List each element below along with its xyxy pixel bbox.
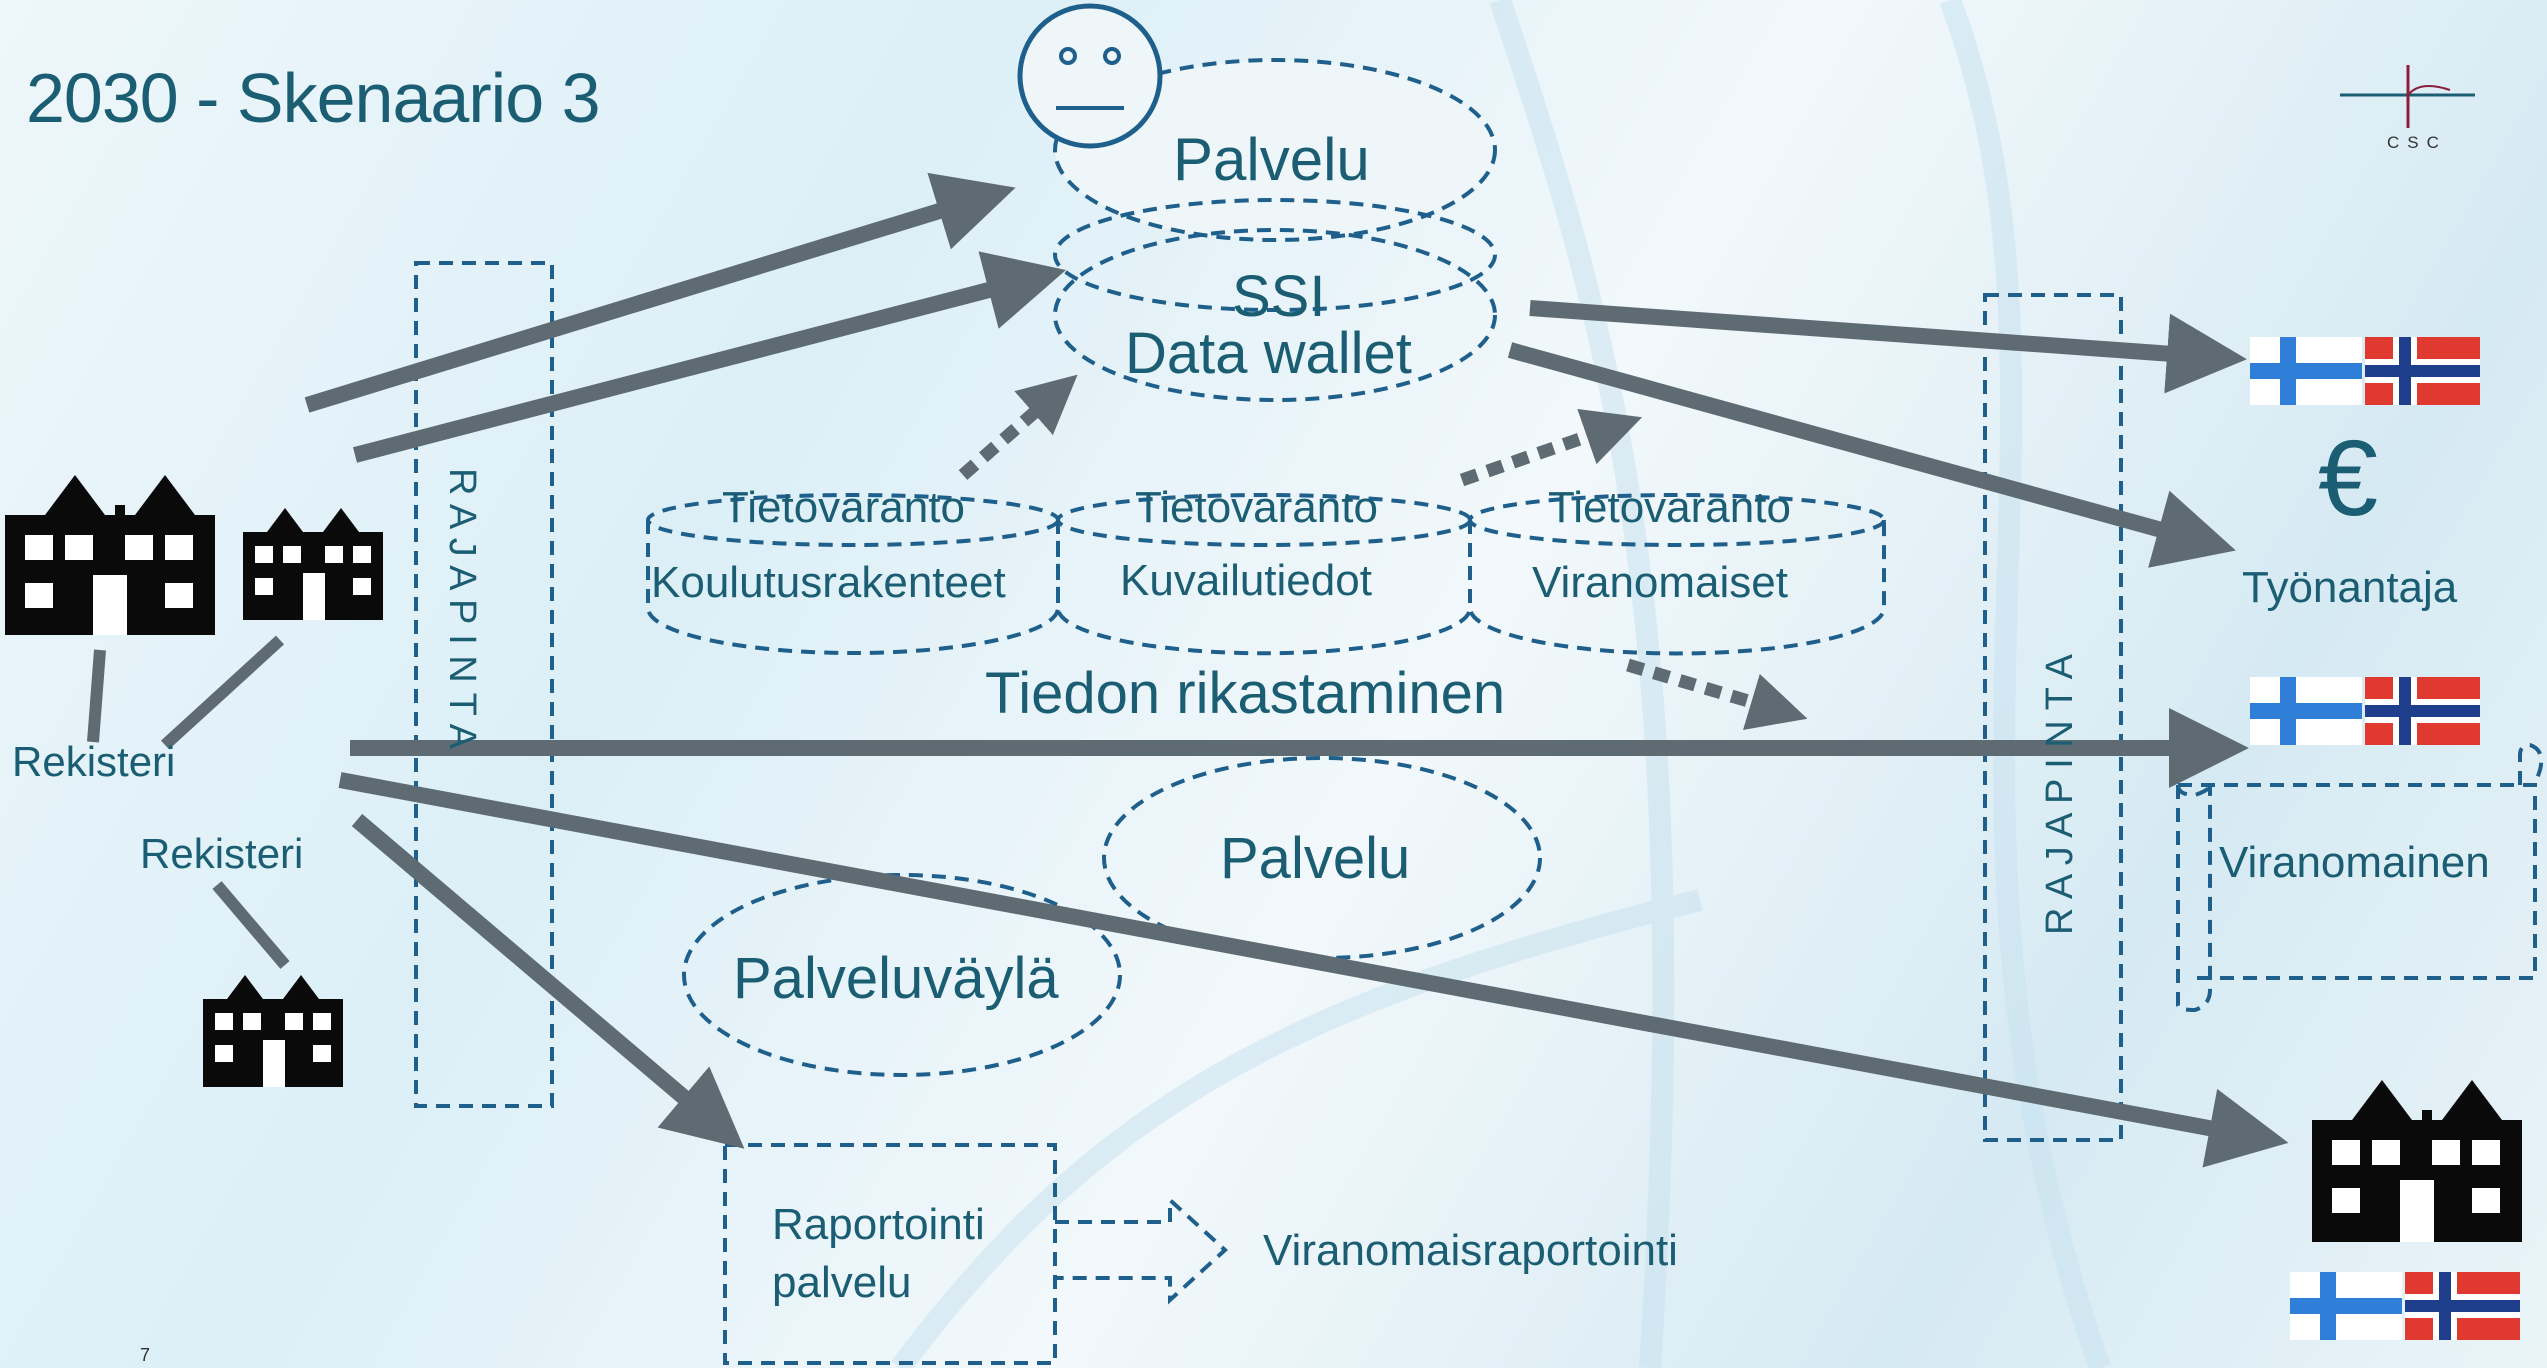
repo2-title: Tietovaranto bbox=[1135, 483, 1378, 532]
finland-flag-icon bbox=[2250, 677, 2362, 745]
api-boundary-left bbox=[414, 261, 554, 1108]
employer-label: Työnantaja bbox=[2242, 563, 2458, 612]
arrow-registry-to-service bbox=[304, 172, 1016, 413]
service-top-label: Palvelu bbox=[1173, 126, 1370, 193]
background-decoration bbox=[891, 0, 2111, 1368]
repo2-subtitle: Kuvailutiedot bbox=[1120, 556, 1372, 605]
arrow-registry-to-ssi bbox=[352, 251, 1066, 463]
api-boundary-right bbox=[1983, 293, 2123, 1142]
reporting-service-line1: Raportointi bbox=[772, 1200, 985, 1249]
service-bus-ellipse bbox=[682, 873, 1122, 1077]
arrow-wallet-to-employer bbox=[1507, 342, 2236, 568]
enrichment-label: Tiedon rikastaminen bbox=[985, 661, 1506, 726]
norway-flag-icon bbox=[2365, 337, 2480, 405]
finland-flag-icon bbox=[2250, 337, 2362, 405]
enrichment-arrows bbox=[958, 374, 1808, 730]
reporting-block-arrow bbox=[1055, 1195, 1228, 1305]
building-icon bbox=[5, 475, 215, 635]
repositories bbox=[646, 493, 1886, 656]
finland-flag-icon bbox=[2290, 1272, 2402, 1340]
ssi-ellipse bbox=[1053, 228, 1497, 402]
registry-label-2: Rekisteri bbox=[140, 830, 304, 877]
registry-label-1: Rekisteri bbox=[12, 738, 176, 785]
data-wallet-label: Data wallet bbox=[1125, 321, 1412, 386]
smiley-face-icon bbox=[1017, 3, 1163, 149]
ssi-label: SSI bbox=[1232, 264, 1326, 329]
service-top-ellipse bbox=[1053, 58, 1497, 242]
building-icon bbox=[243, 508, 383, 620]
csc-logo-icon bbox=[2340, 65, 2475, 128]
reporting-service-box bbox=[723, 1143, 1057, 1365]
repo1-subtitle: Koulutusrakenteet bbox=[651, 558, 1006, 607]
scroll-document-icon bbox=[2176, 742, 2544, 1013]
authority-reporting-label: Viranomaisraportointi bbox=[1263, 1226, 1678, 1275]
repo3-subtitle: Viranomaiset bbox=[1532, 558, 1788, 607]
norway-flag-icon bbox=[2365, 677, 2480, 745]
repo1-title: Tietovaranto bbox=[722, 483, 965, 532]
building-icon bbox=[2312, 1080, 2522, 1242]
service-mid-label: Palvelu bbox=[1220, 826, 1411, 891]
page-number: 7 bbox=[140, 1345, 151, 1365]
arrow-wallet-to-flags bbox=[1529, 300, 2247, 394]
dotted-arrow-repo-to-wallet bbox=[1459, 408, 1643, 487]
currency-symbol: € bbox=[2318, 417, 2379, 538]
building-icons bbox=[5, 475, 2522, 1242]
authority-label: Viranomainen bbox=[2219, 838, 2490, 887]
building-icon bbox=[203, 975, 343, 1087]
flag-pairs bbox=[2250, 337, 2520, 1340]
dotted-arrow-repo-to-ssi bbox=[958, 374, 1078, 480]
data-flow-arrows bbox=[304, 172, 2289, 1168]
wallet-stack bbox=[1053, 58, 1497, 402]
arrow-registry-to-foreign-institution bbox=[338, 772, 2289, 1168]
norway-flag-icon bbox=[2405, 1272, 2520, 1340]
api-label-left: R A J A P I N T A bbox=[441, 468, 483, 750]
arrow-registry-to-reporting bbox=[351, 813, 745, 1149]
registry-connectors bbox=[87, 635, 290, 969]
service-bus-label: Palveluväylä bbox=[733, 946, 1059, 1011]
slide-title: 2030 - Skenaario 3 bbox=[26, 59, 601, 137]
dotted-arrow-to-enrichment bbox=[1626, 658, 1808, 730]
api-label-right: R A J A P I N T A bbox=[2039, 653, 2081, 935]
repo3-title: Tietovaranto bbox=[1548, 483, 1791, 532]
logo-text: CSC bbox=[2387, 133, 2447, 152]
reporting-service-line2: palvelu bbox=[772, 1258, 912, 1307]
